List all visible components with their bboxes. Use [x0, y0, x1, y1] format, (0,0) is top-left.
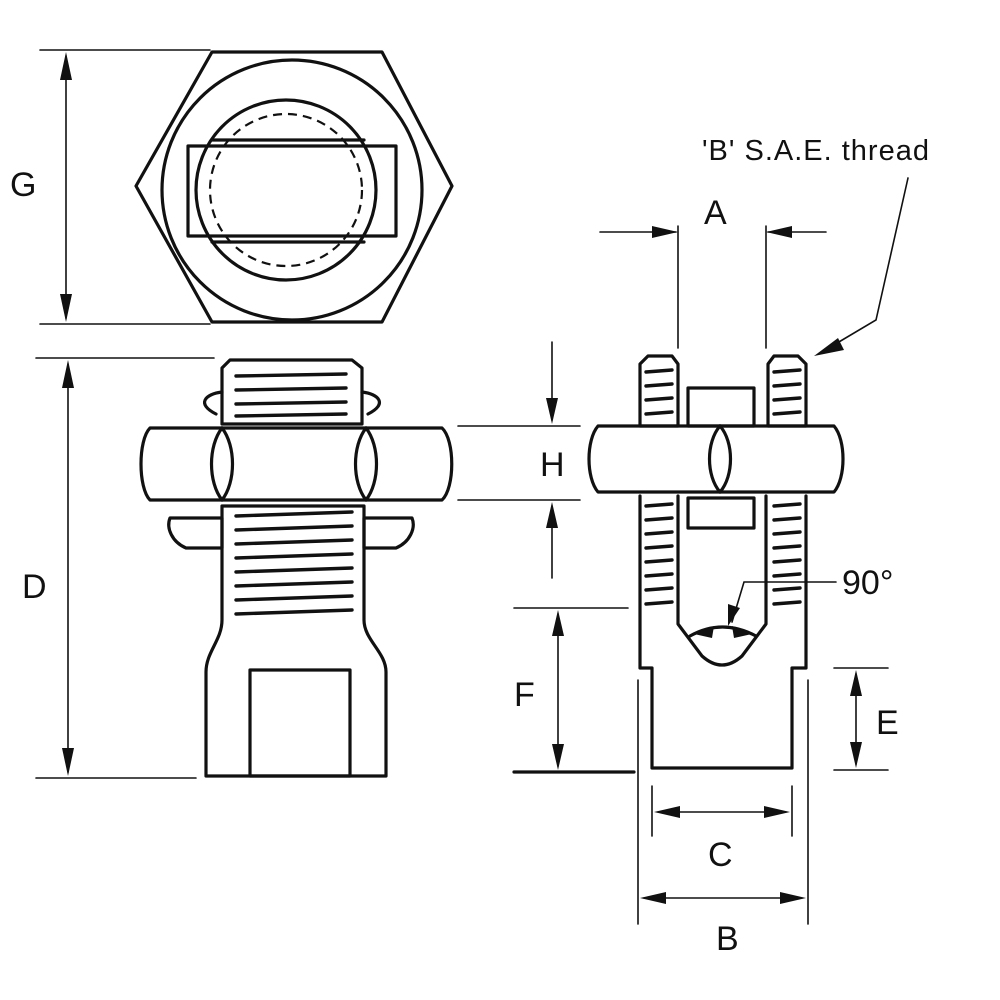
- dimension-g: G: [10, 49, 211, 325]
- label-e: E: [876, 704, 899, 742]
- top-view: [134, 50, 454, 324]
- dimension-c: C: [651, 785, 793, 874]
- dimension-a: A: [599, 194, 827, 349]
- thread-leader: 'B' S.A.E. thread: [702, 135, 930, 356]
- label-b: B: [716, 920, 739, 958]
- thread-note: 'B' S.A.E. thread: [702, 135, 930, 167]
- angle-note: 90°: [842, 564, 893, 602]
- label-h: H: [540, 446, 565, 484]
- dimension-e: E: [833, 667, 899, 771]
- side-view: [587, 354, 845, 770]
- label-f: F: [514, 676, 535, 714]
- angle-callout: 90°: [694, 564, 893, 638]
- dimension-h: H: [457, 341, 581, 579]
- label-g: G: [10, 166, 36, 204]
- dimension-f: F: [512, 607, 636, 774]
- label-c: C: [708, 836, 733, 874]
- front-view: [139, 358, 454, 778]
- label-d: D: [22, 568, 47, 606]
- dimension-b: B: [637, 679, 809, 958]
- label-a: A: [704, 194, 727, 232]
- dimension-d: D: [22, 357, 215, 779]
